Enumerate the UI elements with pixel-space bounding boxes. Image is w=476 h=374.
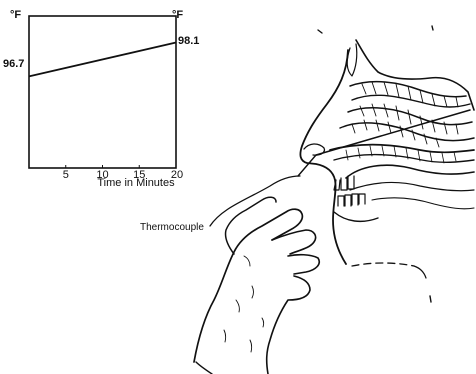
hand-pinky-palm	[267, 276, 310, 374]
lower-lip-jaw	[334, 212, 378, 221]
turbinate-hatching	[352, 82, 458, 147]
hard-palate	[330, 145, 474, 153]
thermocouple-pointer	[210, 176, 300, 226]
neck-line	[352, 263, 414, 266]
series-line-0	[29, 43, 176, 77]
series-layer	[29, 43, 176, 77]
upper-turbinate	[350, 82, 466, 97]
y-unit-right: °F	[172, 9, 183, 21]
stray-mark-2	[432, 26, 433, 30]
neck-curve	[414, 266, 426, 278]
neck-mark	[430, 296, 431, 302]
tongue-top	[346, 165, 474, 178]
x-axis-label: Time in Minutes	[97, 177, 175, 189]
hand-shading	[224, 256, 264, 352]
plot-frame	[29, 16, 176, 168]
wrist	[196, 362, 212, 374]
y-start-label: 96.7	[3, 58, 24, 70]
hand-ring-finger	[288, 255, 319, 274]
lower-turbinate	[340, 123, 474, 141]
face-profile	[300, 50, 348, 264]
tongue-contour	[350, 183, 474, 191]
y-end-label: 98.1	[178, 35, 199, 47]
tongue-underside	[372, 198, 474, 209]
y-unit-left: °F	[10, 9, 21, 21]
stray-mark-1	[318, 30, 322, 33]
nasal-illustration	[194, 26, 474, 374]
thermocouple-label: Thermocouple	[140, 222, 204, 233]
nasal-bone	[347, 44, 357, 76]
middle-turbinate	[348, 108, 472, 125]
hand-index-finger	[194, 209, 302, 362]
lower-teeth	[338, 194, 365, 206]
x-tick-label: 5	[63, 169, 69, 181]
hand-middle-finger	[272, 230, 316, 254]
palate-lower-edge	[334, 155, 474, 163]
upper-teeth	[334, 176, 354, 190]
